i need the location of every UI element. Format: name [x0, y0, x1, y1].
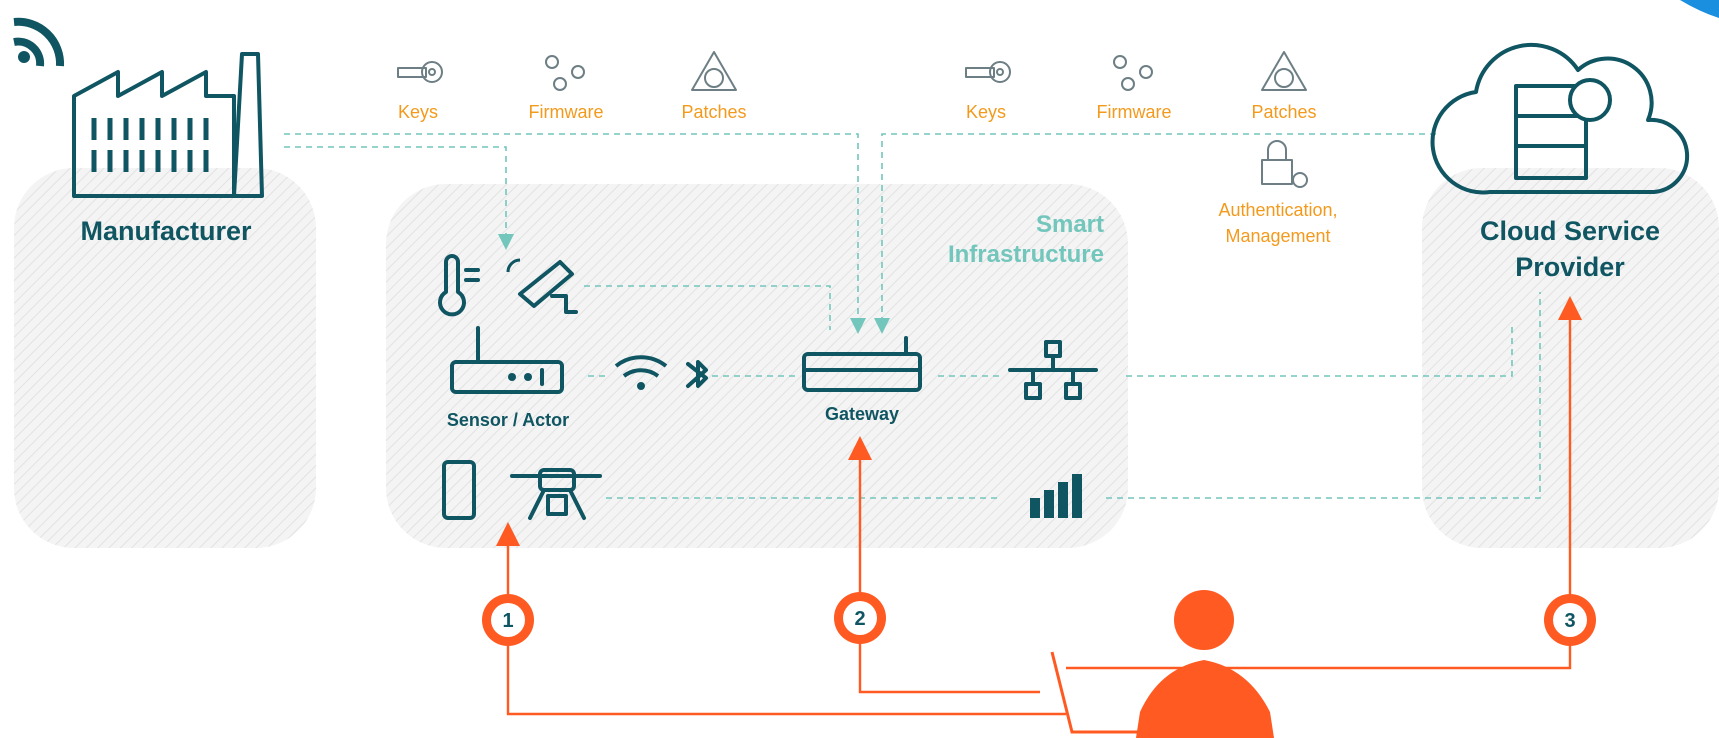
gateway-label: Gateway — [825, 404, 899, 424]
wifi-icon — [614, 355, 668, 390]
wifi-signal-icon — [13, 17, 65, 67]
manufacturer-label: Manufacturer — [80, 216, 252, 246]
router-icon — [450, 326, 564, 394]
patch-cycle-icon — [691, 51, 737, 91]
left-patches-label: Patches — [681, 102, 746, 122]
cell-signal-icon — [1030, 474, 1082, 518]
security-camera-icon — [506, 258, 578, 314]
network-topology-icon — [1008, 340, 1098, 400]
factory-icon — [72, 52, 264, 198]
drone-icon — [510, 468, 602, 520]
smart-label-line2: Infrastructure — [948, 241, 1104, 268]
key-icon — [397, 61, 443, 83]
attack-marker-3: 3 — [1544, 594, 1596, 646]
gears-icon — [1113, 55, 1153, 91]
right-patches-label: Patches — [1251, 102, 1316, 122]
attack-marker-2: 2 — [834, 592, 886, 644]
smart-infrastructure-panel — [386, 184, 1128, 548]
right-keys-label: Keys — [966, 102, 1006, 122]
key-icon — [965, 61, 1011, 83]
patch-cycle-icon — [1261, 51, 1307, 91]
cloud-server-icon — [1430, 42, 1690, 195]
sensor-actor-label: Sensor / Actor — [447, 410, 569, 430]
smartphone-icon — [442, 460, 476, 520]
left-keys-label: Keys — [398, 102, 438, 122]
corner-accent — [1680, 0, 1719, 18]
auth-label-line1: Authentication, — [1218, 200, 1337, 220]
cloud-label-line1: Cloud Service — [1480, 216, 1660, 246]
manufacturer-panel — [14, 168, 316, 548]
attack-marker-1: 1 — [482, 594, 534, 646]
laptop-icon — [1050, 651, 1158, 734]
attacker-icon — [1136, 590, 1274, 738]
thermometer-icon — [438, 254, 480, 317]
gateway-icon — [802, 336, 922, 392]
cloud-label-line2: Provider — [1515, 252, 1625, 282]
attack-number-3: 3 — [1564, 610, 1575, 632]
auth-label-line2: Management — [1225, 226, 1330, 246]
smart-label-line1: Smart — [1036, 211, 1104, 238]
attack-number-1: 1 — [502, 610, 513, 632]
attack-number-2: 2 — [854, 608, 865, 630]
supply-lines — [284, 133, 1541, 499]
gears-icon — [545, 55, 585, 91]
left-firmware-label: Firmware — [529, 102, 604, 122]
padlock-key-icon — [1261, 140, 1308, 188]
bluetooth-icon — [686, 360, 708, 388]
right-firmware-label: Firmware — [1097, 102, 1172, 122]
